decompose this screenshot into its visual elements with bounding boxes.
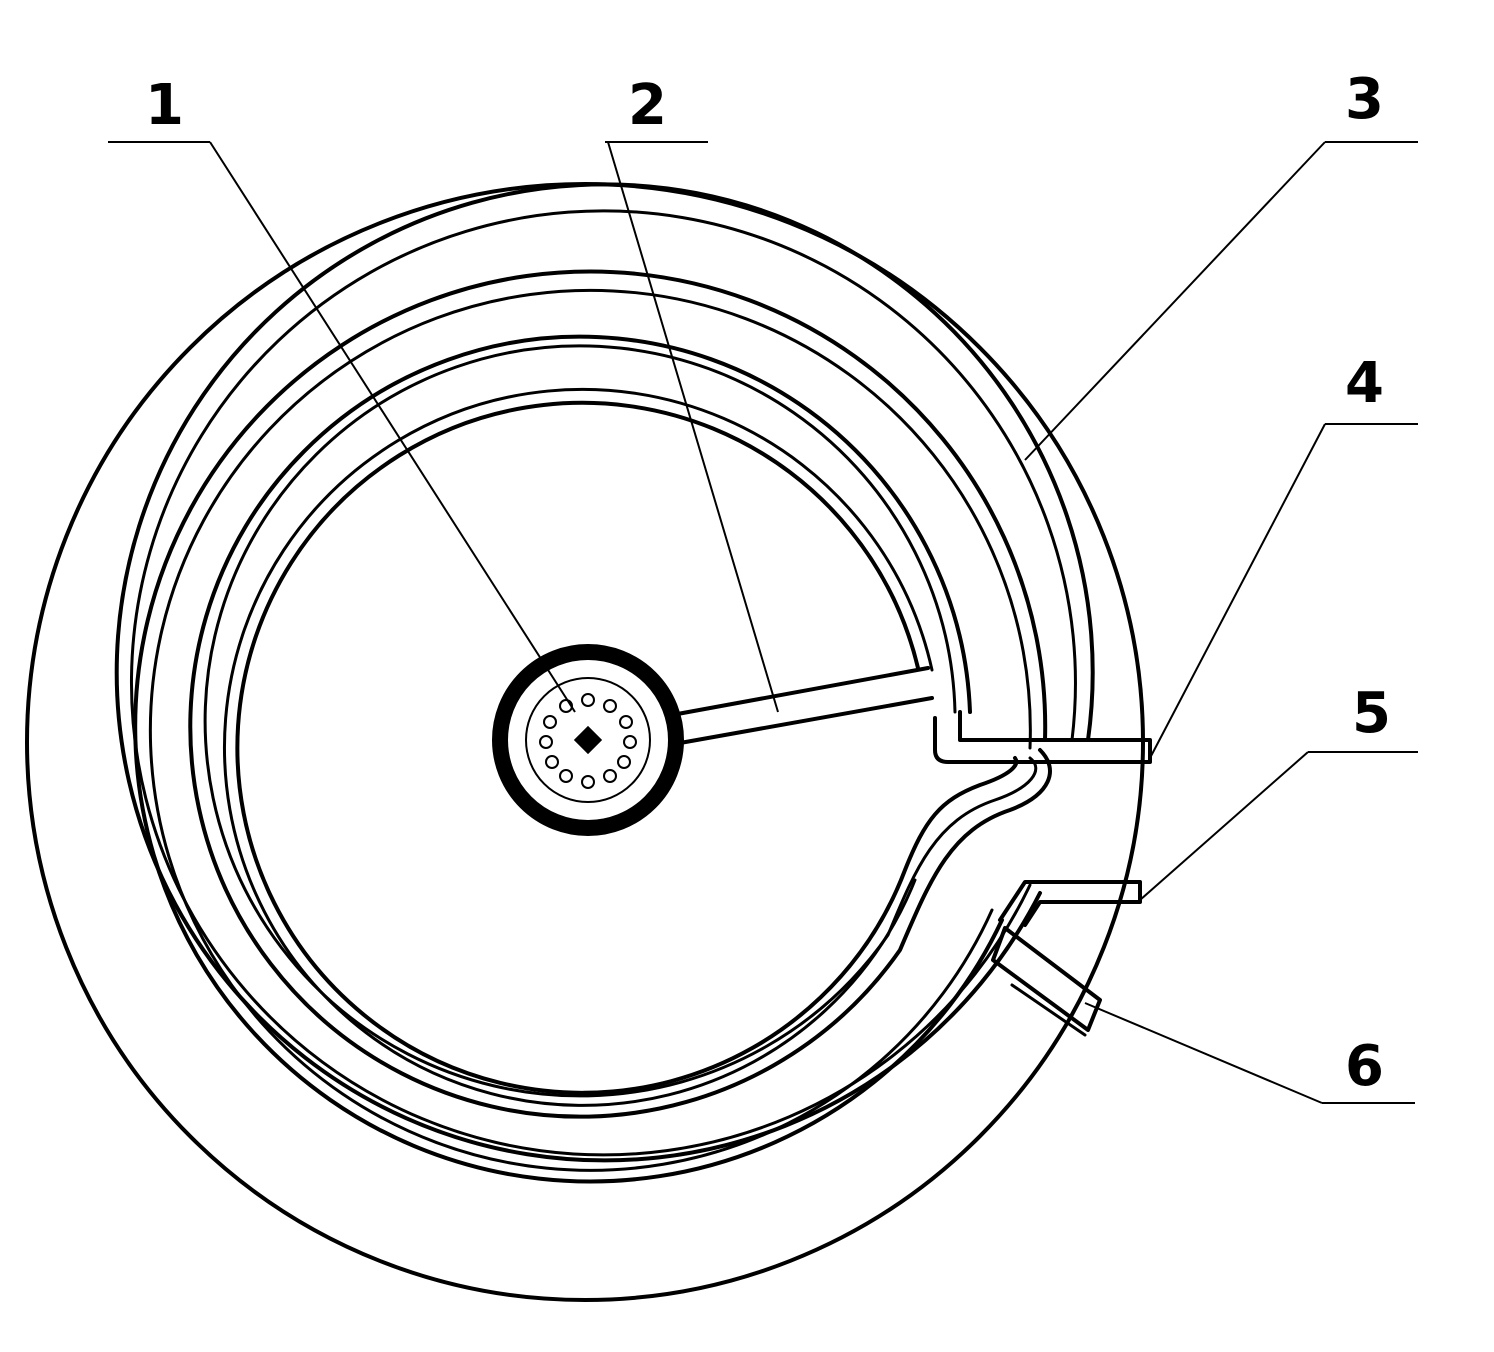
hub-center-square — [573, 725, 603, 755]
leader-line-5-diag — [1139, 751, 1309, 901]
label-1: 1 — [145, 73, 184, 138]
leader-line-3-diag — [1024, 141, 1326, 461]
ring-body-outer-upper-arc — [114, 182, 1095, 1163]
label-4: 4 — [1345, 351, 1384, 416]
central-hub-inner — [525, 677, 651, 803]
label-6: 6 — [1345, 1034, 1384, 1099]
outlet-channel-4 — [933, 710, 1152, 764]
ring-body-middle-arc — [133, 269, 1048, 1184]
spoke-arm-2 — [670, 666, 934, 745]
label-2: 2 — [628, 73, 667, 138]
label-5: 5 — [1352, 681, 1391, 746]
inner-chamber-wall — [235, 400, 1019, 1095]
label-3: 3 — [1345, 67, 1384, 132]
inlet-channel-5 — [998, 880, 1142, 927]
scroll-channel-outer-wall — [188, 334, 1052, 1119]
ring-body-middle-arc-2 — [148, 288, 1032, 1172]
central-hub-outer — [492, 644, 684, 836]
inner-chamber-wall-2 — [222, 387, 934, 1107]
leader-lines — [108, 141, 1418, 1104]
leader-line-2-diag — [607, 141, 779, 713]
ring-body-outer-upper-arc-2 — [130, 209, 1077, 1157]
leader-line-4-diag — [1149, 423, 1326, 759]
nozzle-6-inner-line — [1010, 983, 1087, 1037]
leader-line-6-diag — [1084, 1002, 1323, 1104]
leader-line-1-diag — [209, 141, 576, 713]
nozzle-6 — [991, 926, 1102, 1032]
